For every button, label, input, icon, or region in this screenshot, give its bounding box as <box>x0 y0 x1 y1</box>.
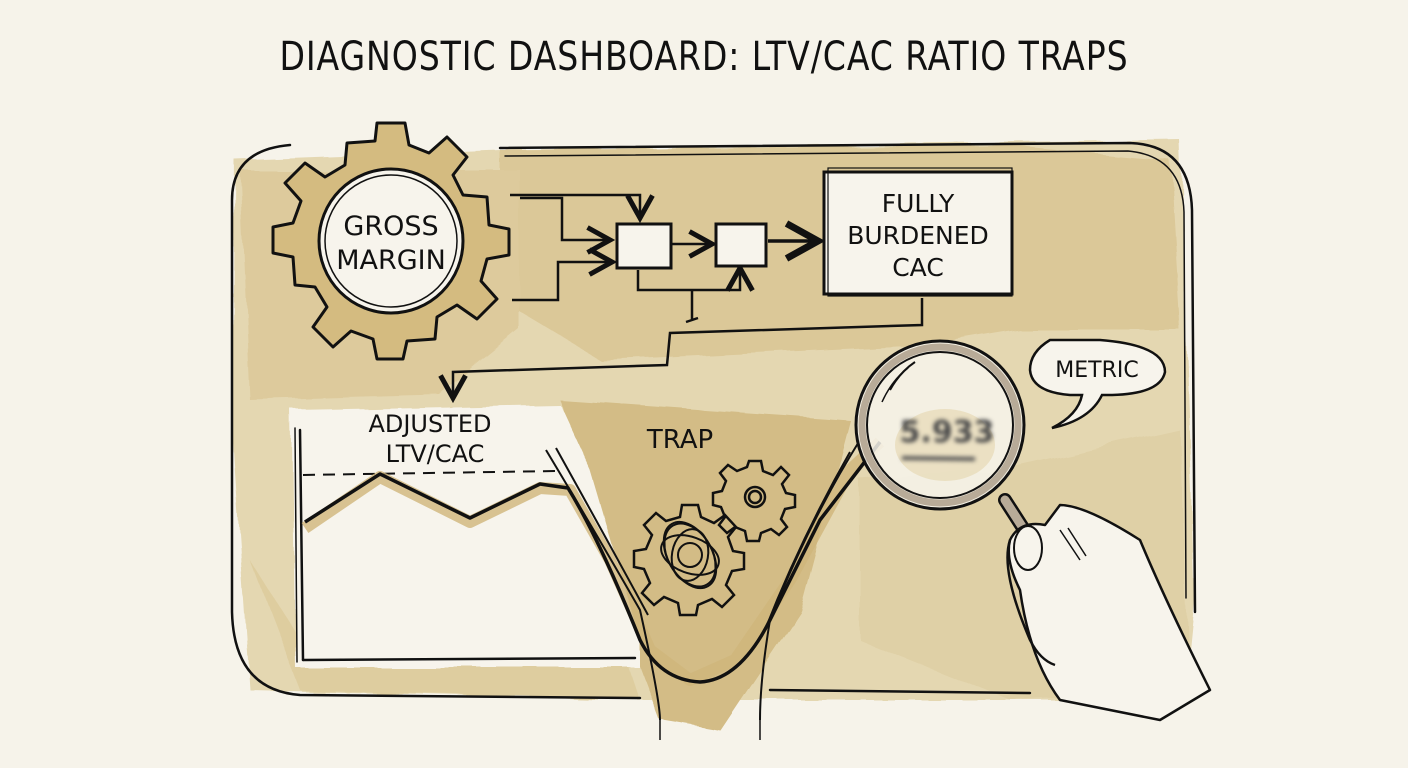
gear-icon <box>711 459 797 543</box>
magnifying-glass-icon <box>854 339 1057 577</box>
flow-box-a <box>615 222 673 270</box>
trap-label: TRAP <box>646 425 713 455</box>
page-title: DIAGNOSTIC DASHBOARD: LTV/CAC RATIO TRAP… <box>279 34 1129 80</box>
chart-label-line1: ADJUSTED <box>368 410 491 438</box>
flow-box-b <box>714 222 768 268</box>
flow-connectors <box>453 193 924 398</box>
chart-label-line2: LTV/CAC <box>386 440 485 468</box>
trap-funnel <box>545 439 861 721</box>
metric-speech-bubble: METRIC <box>1028 338 1167 430</box>
cac-label-line3: CAC <box>892 253 944 282</box>
gear-icon: GROSS MARGIN <box>271 121 511 361</box>
cac-label-line2: BURDENED <box>847 221 989 250</box>
cac-label-line1: FULLY <box>882 189 955 218</box>
metric-value: 5.933 <box>900 415 995 450</box>
metric-bubble-label: METRIC <box>1055 358 1138 383</box>
gear-label-line1: GROSS <box>343 211 438 242</box>
dashboard-frame <box>230 141 1197 700</box>
hand-icon <box>1006 503 1212 722</box>
reference-line <box>302 470 556 476</box>
gear-label-line2: MARGIN <box>336 245 446 276</box>
fully-burdened-cac-box: FULLY BURDENED CAC <box>822 167 1014 297</box>
tangled-gear-icon <box>632 503 746 617</box>
